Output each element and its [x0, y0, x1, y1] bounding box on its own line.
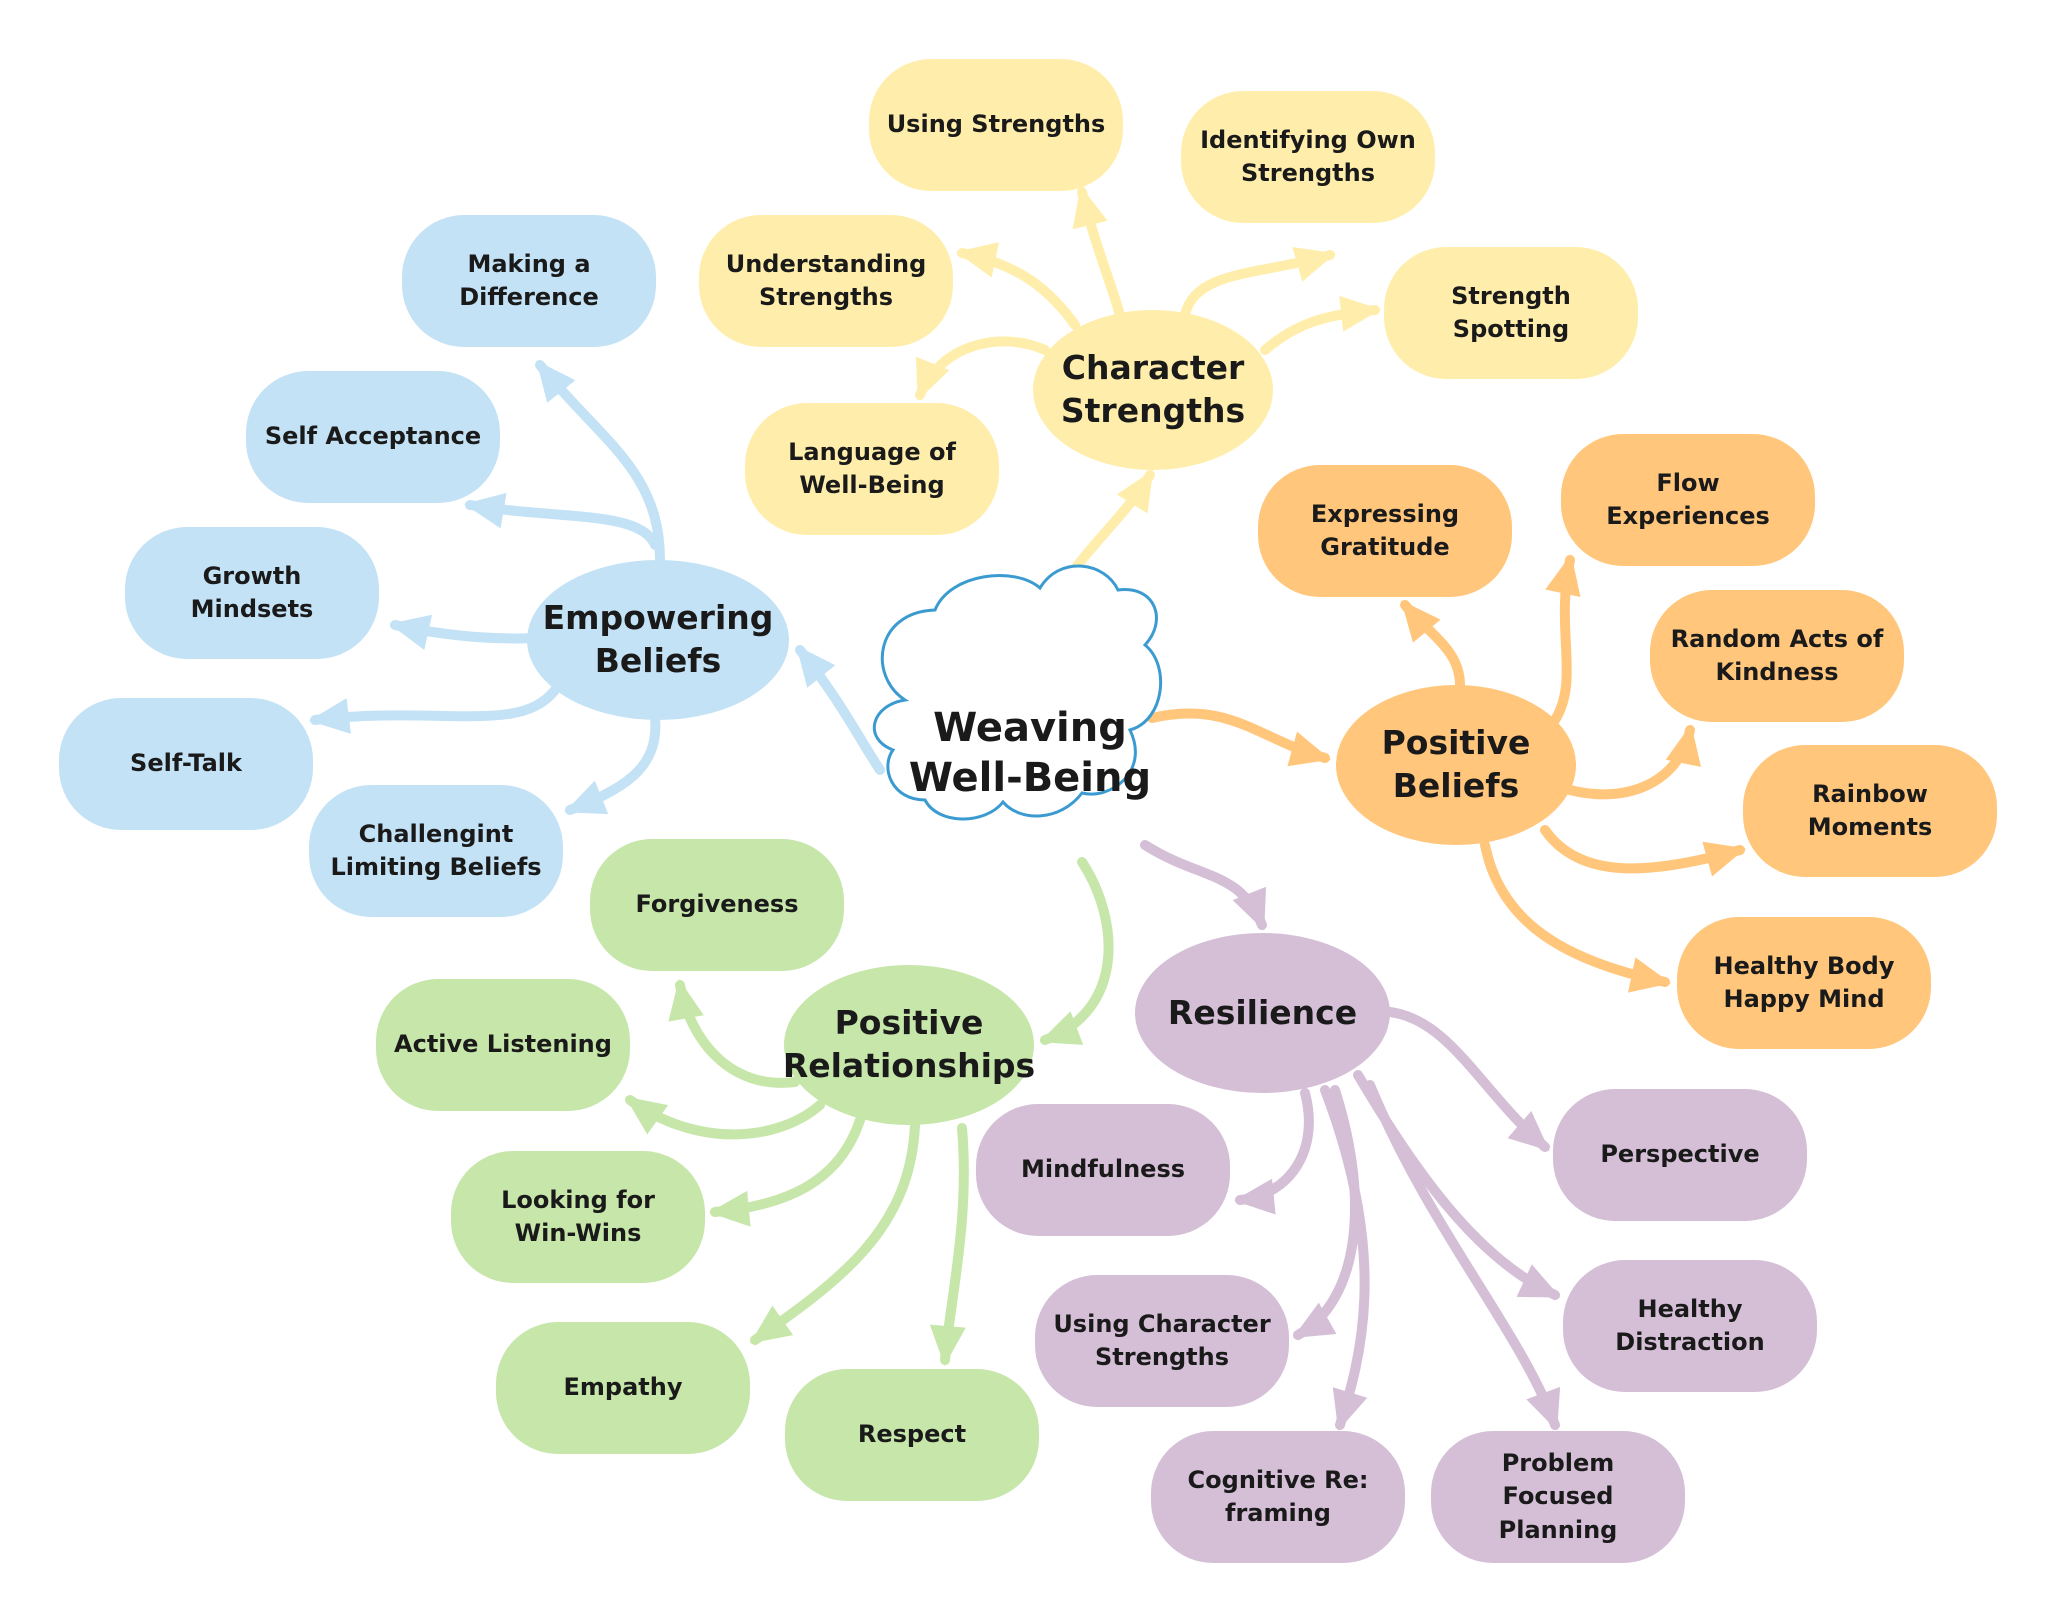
arrow-random-acts-head [1665, 724, 1701, 767]
rainbow-moments-node[interactable]: Rainbow Moments [1743, 745, 1997, 877]
character-strengths-hub[interactable]: Character Strengths [1033, 310, 1273, 470]
positive-relationships-hub[interactable]: Positive Relationships [783, 965, 1035, 1125]
arrow-to-resilience-head [1232, 886, 1267, 931]
expressing-gratitude-node[interactable]: Expressing Gratitude [1258, 465, 1512, 597]
arrow-understanding-head [956, 242, 999, 278]
cognitive-reframing-node[interactable]: Cognitive Re: framing [1151, 1431, 1405, 1563]
arrow-perspective-head [1507, 1111, 1550, 1151]
self-acceptance-node[interactable]: Self Acceptance [246, 371, 500, 503]
arrow-forgiveness-head [668, 979, 704, 1022]
arrow-using-strengths-head [1072, 186, 1108, 230]
positive-beliefs-hub[interactable]: Positive Beliefs [1336, 685, 1576, 845]
arrow-healthy-distraction-head [1516, 1264, 1561, 1298]
arrow-to-character-head [1116, 469, 1154, 514]
connector-arrows [309, 186, 1746, 1431]
arrow-challenging-head [564, 780, 609, 815]
making-a-difference-node[interactable]: Making a Difference [402, 215, 656, 347]
arrow-empathy-head [750, 1305, 794, 1344]
arrow-mindfulness-head [1234, 1178, 1276, 1215]
respect-node[interactable]: Respect [785, 1369, 1039, 1501]
arrow-gratitude-head [1401, 600, 1441, 643]
growth-mindsets-node[interactable]: Growth Mindsets [125, 527, 379, 659]
empowering-beliefs-hub[interactable]: Empowering Beliefs [527, 560, 789, 720]
random-acts-of-kindness-node[interactable]: Random Acts of Kindness [1650, 590, 1904, 722]
self-talk-node[interactable]: Self-Talk [59, 698, 313, 830]
arrow-making-difference-head [536, 360, 576, 403]
arrow-rainbow-head [1702, 841, 1746, 877]
arrow-cognitive-head [1332, 1387, 1368, 1431]
arrow-growth-mindsets-head [389, 614, 433, 650]
arrow-win-wins-head [709, 1190, 751, 1227]
arrow-to-relationships-head [1039, 1011, 1084, 1045]
arrow-strength-spotting-head [1339, 295, 1381, 332]
arrow-empathy [750, 1120, 920, 1345]
flow-experiences-node[interactable]: Flow Experiences [1561, 434, 1815, 566]
arrow-identifying-head [1292, 247, 1336, 282]
challenging-limiting-beliefs-node[interactable]: Challengint Limiting Beliefs [309, 785, 563, 917]
using-strengths-node[interactable]: Using Strengths [869, 59, 1123, 191]
arrow-healthy-body-head [1628, 957, 1671, 993]
healthy-body-happy-mind-node[interactable]: Healthy Body Happy Mind [1677, 917, 1931, 1049]
arrow-flow-head [1545, 554, 1581, 598]
active-listening-node[interactable]: Active Listening [376, 979, 630, 1111]
arrow-problem-focused [1365, 1080, 1560, 1430]
arrow-making-difference [535, 360, 665, 565]
perspective-node[interactable]: Perspective [1553, 1089, 1807, 1221]
arrow-self-acceptance-head [464, 492, 507, 529]
arrow-using-character-head [1292, 1302, 1337, 1338]
arrow-language-head [915, 356, 950, 401]
strength-spotting-node[interactable]: Strength Spotting [1384, 247, 1638, 379]
looking-for-win-wins-node[interactable]: Looking for Win-Wins [451, 1151, 705, 1283]
arrow-healthy-body [1480, 840, 1670, 987]
mindfulness-node[interactable]: Mindfulness [976, 1104, 1230, 1236]
arrow-to-empowering-head [796, 645, 836, 688]
forgiveness-node[interactable]: Forgiveness [590, 839, 844, 971]
identifying-own-strengths-node[interactable]: Identifying Own Strengths [1181, 91, 1435, 223]
problem-focused-planning-node[interactable]: Problem Focused Planning [1431, 1431, 1685, 1563]
language-of-well-being-node[interactable]: Language of Well-Being [745, 403, 999, 535]
arrow-active-listening-head [625, 1096, 669, 1135]
arrow-self-talk [310, 685, 560, 725]
arrow-respect-head [929, 1324, 966, 1366]
arrow-problem-focused-head [1526, 1386, 1561, 1431]
arrow-self-talk-head [309, 698, 351, 734]
empathy-node[interactable]: Empathy [496, 1322, 750, 1454]
using-character-strengths-node[interactable]: Using Character Strengths [1035, 1275, 1289, 1407]
healthy-distraction-node[interactable]: Healthy Distraction [1563, 1260, 1817, 1392]
arrow-to-positive-beliefs-head [1287, 731, 1331, 767]
resilience-hub[interactable]: Resilience [1135, 933, 1390, 1093]
center-topic-label: Weaving Well-Being [908, 705, 1152, 801]
center-cloud [872, 564, 1163, 821]
understanding-strengths-node[interactable]: Understanding Strengths [699, 215, 953, 347]
